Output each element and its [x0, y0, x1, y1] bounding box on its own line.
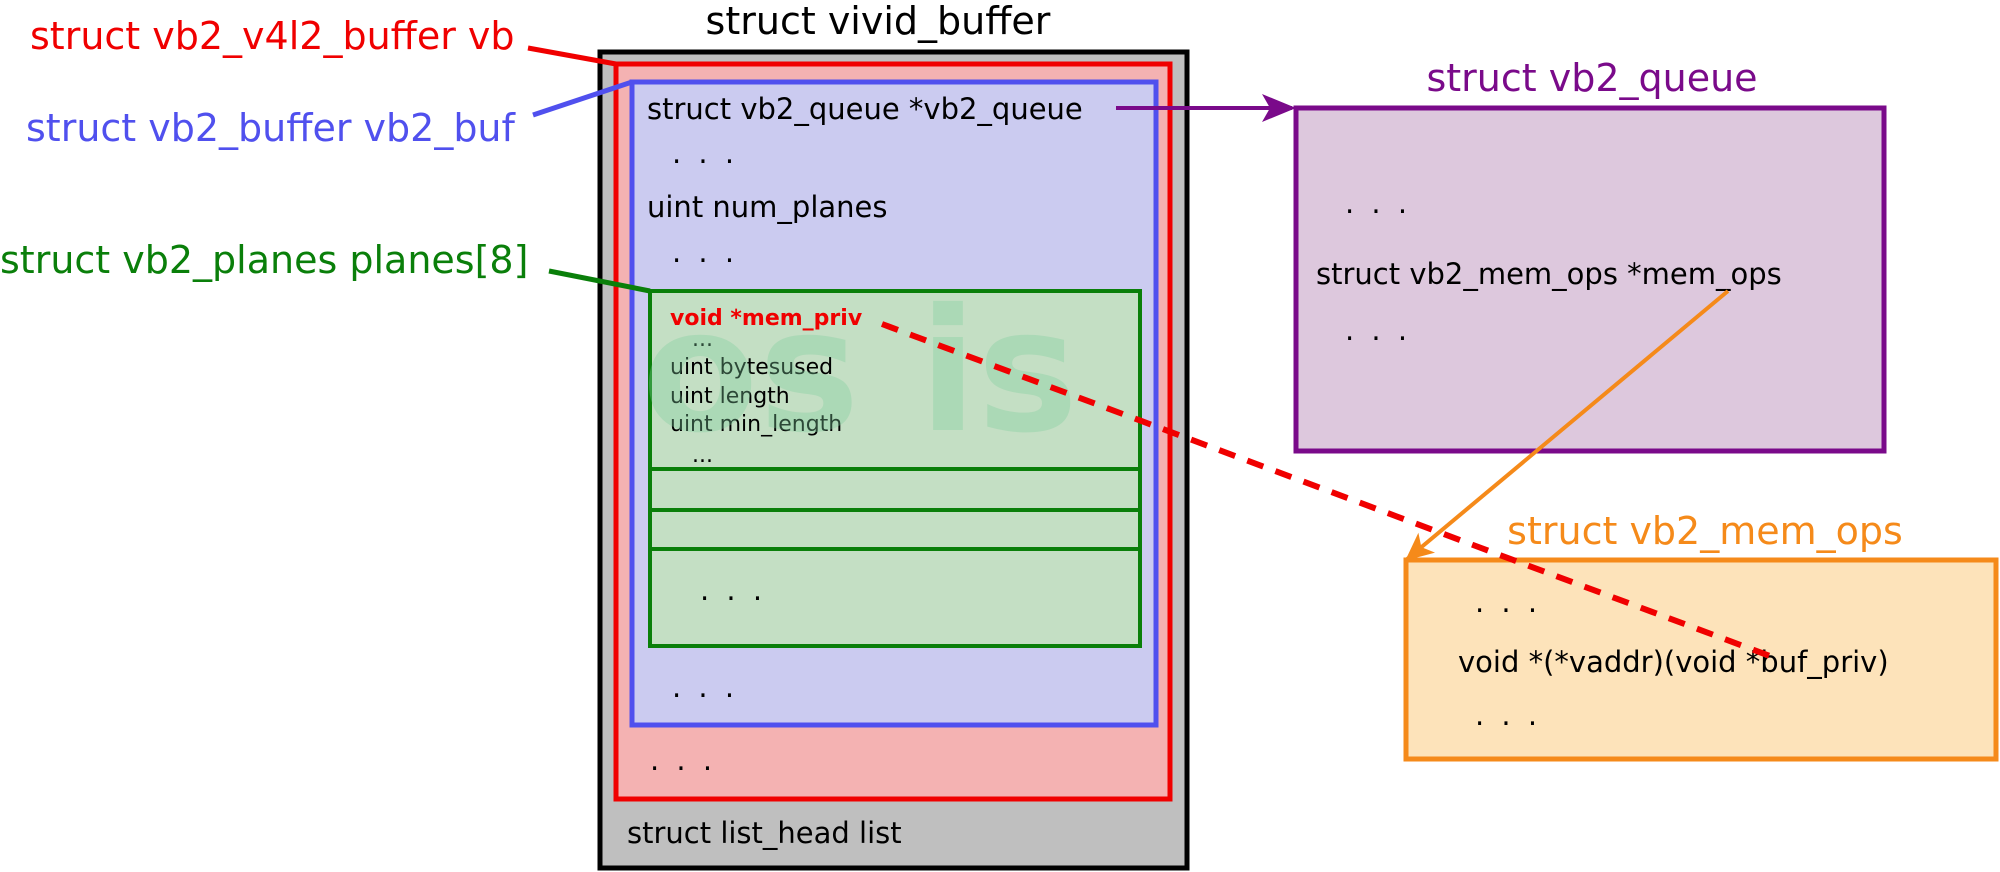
vb2-buffer-dots-3: . . .	[672, 670, 738, 704]
vb2-queue-dots-2: . . .	[1345, 313, 1411, 347]
vb2-queue-title: struct vb2_queue	[1426, 56, 1757, 100]
watermark: os is	[642, 273, 1079, 471]
mem-ops-pointer-arrow	[1404, 289, 1730, 562]
vb2-mem-ops-box	[1403, 557, 1999, 762]
vb2-v4l2-buffer-dots: . . .	[650, 743, 716, 777]
vb2-buffer-leader	[532, 79, 633, 118]
vb2-queue-dots-1: . . .	[1345, 186, 1411, 220]
mem-priv-dashed-link	[880, 321, 1772, 659]
planes-label: struct vb2_planes planes[8]	[0, 238, 528, 282]
plane-ellipsis-1: ...	[692, 327, 713, 352]
vb2-mem-ops-vaddr-field: void *(*vaddr)(void *buf_priv)	[1458, 645, 1889, 679]
vb2-buffer-num-planes-field: uint num_planes	[647, 190, 887, 224]
planes-array: struct vb2_planes planes[8] void *mem_pr…	[0, 238, 1142, 648]
plane-length-field: uint length	[670, 384, 790, 409]
plane-bytesused-field: uint bytesused	[670, 355, 833, 380]
vb2-queue-pointer-arrowhead	[1262, 94, 1296, 122]
plane-dots-more: . . .	[700, 573, 766, 607]
vb2-mem-ops-dots-1: . . .	[1475, 585, 1541, 619]
plane-min-length-field: uint min_length	[670, 412, 842, 437]
vb2-buffer-label: struct vb2_buffer vb2_buf	[26, 106, 517, 150]
vb2-buffer-queue-field: struct vb2_queue *vb2_queue	[647, 92, 1083, 126]
vb2-queue-box	[1293, 105, 1887, 454]
vb2-mem-ops-struct: struct vb2_mem_ops . . . void *(*vaddr)(…	[1403, 509, 1999, 762]
vb2-buffer-dots-1: . . .	[672, 136, 738, 170]
plane-mem-priv-field: void *mem_priv	[670, 306, 863, 331]
vb2-v4l2-buffer-label: struct vb2_v4l2_buffer vb	[30, 14, 515, 58]
vb2-queue-mem-ops-field: struct vb2_mem_ops *mem_ops	[1316, 257, 1782, 291]
plane-ellipsis-2: ...	[692, 443, 713, 468]
vb2-queue-struct: struct vb2_queue . . . struct vb2_mem_op…	[1293, 56, 1887, 454]
vivid-buffer-list-field: struct list_head list	[627, 816, 902, 850]
vb2-v4l2-buffer-leader	[527, 45, 617, 67]
vb2-buffer-dots-2: . . .	[672, 235, 738, 269]
vb2-mem-ops-dots-2: . . .	[1475, 698, 1541, 732]
planes-leader	[548, 268, 651, 294]
vb2-mem-ops-title: struct vb2_mem_ops	[1507, 509, 1903, 553]
vivid-buffer-title: struct vivid_buffer	[706, 0, 1051, 43]
